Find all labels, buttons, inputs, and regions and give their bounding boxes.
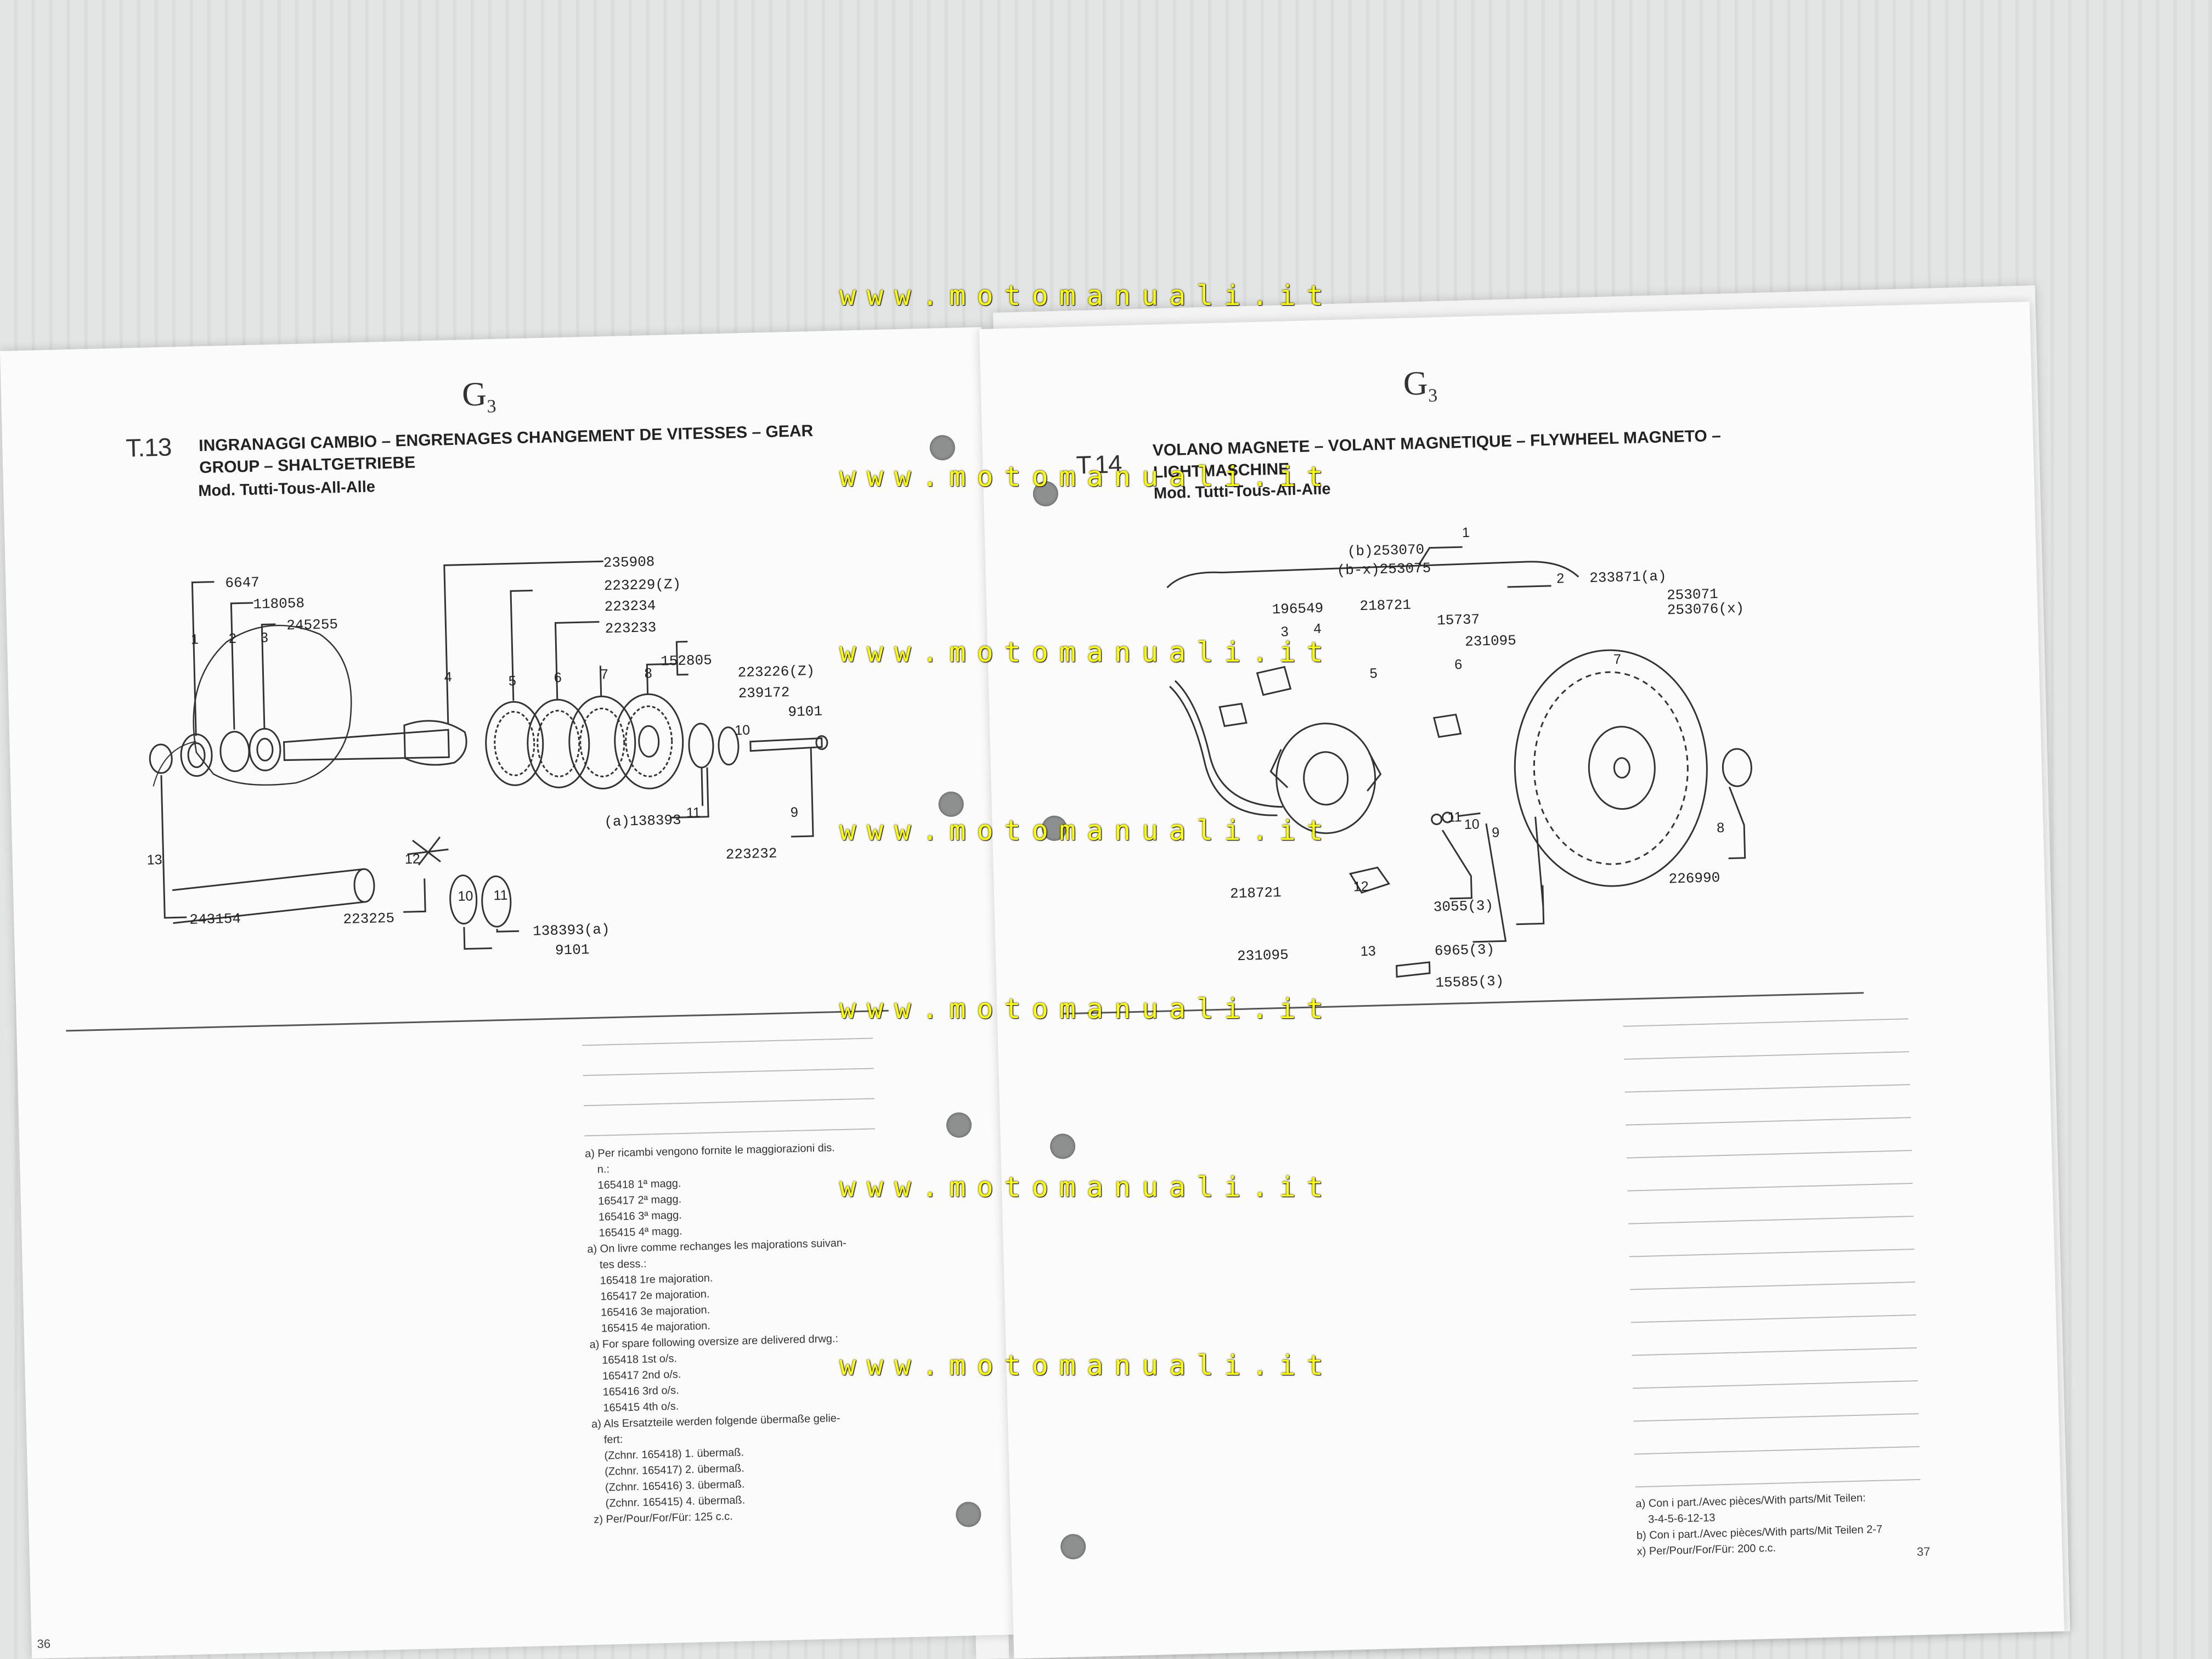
- note-line: [1624, 1051, 1910, 1060]
- watermark-text: www.motomanuali.it: [839, 1171, 1334, 1203]
- part-label: 223229(Z): [603, 575, 681, 595]
- part-number: 12: [1353, 878, 1369, 895]
- part-label: 243154: [189, 910, 241, 928]
- part-number: 11: [493, 887, 508, 904]
- part-number: 6: [554, 670, 562, 686]
- note-line: [1624, 1084, 1910, 1093]
- note-line: [1626, 1150, 1912, 1159]
- right-page: G3 T.14 VOLANO MAGNETE – VOLANT MAGNETIQ…: [979, 301, 2064, 1659]
- note-line: [1629, 1248, 1915, 1257]
- part-label: 245255: [286, 616, 338, 634]
- part-label: 3055(3): [1433, 897, 1494, 916]
- note-line: [583, 1068, 874, 1076]
- note-line: [1626, 1117, 1911, 1126]
- part-number: 10: [734, 722, 751, 738]
- binder-hole: [955, 1501, 981, 1528]
- part-number: 4: [444, 669, 453, 685]
- part-label: 239172: [738, 684, 790, 702]
- part-label: 223225: [343, 910, 395, 928]
- part-label: 223234: [604, 597, 656, 616]
- left-page: G3 T.13 INGRANAGGI CAMBIO – ENGRENAGES C…: [0, 327, 1014, 1659]
- part-number: 4: [1313, 620, 1322, 637]
- part-label: 223232: [725, 845, 777, 863]
- gear-group-diagram: [149, 560, 828, 950]
- part-label: 15737: [1436, 611, 1480, 629]
- note-line: [1633, 1413, 1919, 1422]
- page-number: 37: [1916, 1544, 1931, 1559]
- part-label: 9101: [788, 703, 823, 721]
- note-line: [1635, 1479, 1921, 1488]
- part-label: 118058: [253, 595, 305, 613]
- note-line: [1630, 1314, 1916, 1323]
- binder-hole: [1049, 1133, 1076, 1160]
- table-code: T.13: [125, 432, 172, 462]
- note-line: [584, 1128, 876, 1137]
- note-line: [1632, 1380, 1918, 1389]
- note-line: [582, 1037, 873, 1046]
- watermark-text: www.motomanuali.it: [839, 280, 1334, 312]
- part-label: 233871(a): [1589, 568, 1667, 587]
- part-label: 9101: [555, 941, 590, 959]
- part-label: 218721: [1229, 884, 1282, 902]
- watermark-text: www.motomanuali.it: [839, 1350, 1334, 1381]
- watermark-text: www.motomanuali.it: [839, 636, 1334, 668]
- binder-hole: [1060, 1533, 1086, 1560]
- note-line: [1630, 1281, 1916, 1290]
- section-symbol: G3: [1402, 364, 1438, 407]
- note-line: [1628, 1215, 1914, 1224]
- watermark-text: www.motomanuali.it: [839, 993, 1334, 1025]
- part-label: 223233: [605, 619, 657, 637]
- part-number: 13: [1360, 943, 1376, 960]
- part-label: 218721: [1359, 596, 1412, 615]
- note-line: [1634, 1446, 1920, 1455]
- part-label: 15585(3): [1435, 973, 1504, 991]
- note-line: [583, 1098, 874, 1107]
- part-number: 7: [600, 667, 608, 682]
- part-label: 231095: [1237, 946, 1289, 965]
- watermark-text: www.motomanuali.it: [839, 461, 1334, 493]
- part-number: 5: [508, 673, 517, 689]
- watermark-text: www.motomanuali.it: [839, 815, 1334, 847]
- binder-hole: [929, 435, 956, 461]
- flywheel-magneto-diagram: [1166, 546, 1752, 978]
- page-number: 36: [37, 1637, 51, 1651]
- part-label: 196549: [1272, 600, 1324, 618]
- part-label: (b)253070: [1347, 541, 1425, 560]
- binder-hole: [946, 1112, 972, 1138]
- binder-hole: [938, 791, 964, 817]
- part-label: 6965(3): [1434, 941, 1495, 960]
- part-label: 138393(a): [532, 921, 610, 940]
- part-label: 226990: [1668, 870, 1720, 888]
- part-number: 13: [146, 852, 162, 868]
- part-number: 10: [458, 888, 473, 904]
- part-label: (b-x)253075: [1336, 560, 1431, 579]
- part-label: 253076(x): [1667, 600, 1745, 619]
- part-label: 6647: [225, 574, 260, 592]
- part-number: 1: [1462, 524, 1470, 541]
- part-number: 2: [1556, 571, 1565, 586]
- part-label: 235908: [603, 553, 655, 572]
- part-number: 12: [404, 851, 420, 867]
- section-symbol: G3: [461, 375, 496, 417]
